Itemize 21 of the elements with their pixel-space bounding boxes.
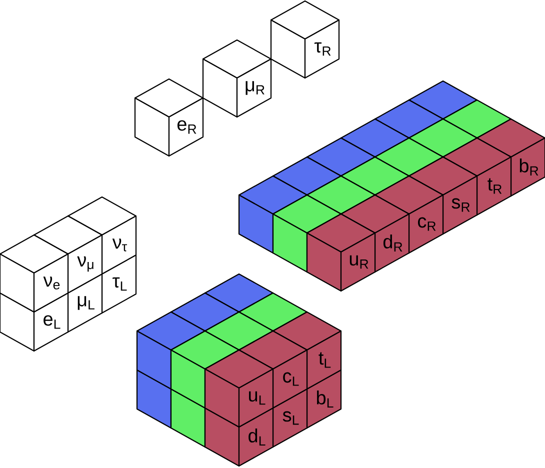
particle-label: μ$_{L}$ <box>78 296 94 310</box>
particle-label: s$_{R}$ <box>452 198 470 212</box>
particle-label: u$_{R}$ <box>350 255 368 269</box>
particle-label: ν$_{μ}$ <box>77 256 94 272</box>
particle-label: s$_{L}$ <box>282 411 299 425</box>
particle-label: d$_{R}$ <box>383 234 402 252</box>
particle-label: e$_{R}$ <box>177 120 196 134</box>
particle-label: b$_{L}$ <box>317 390 334 408</box>
particle-label: b$_{R}$ <box>520 158 538 176</box>
particle-label: e$_{L}$ <box>44 315 60 329</box>
particle-label: t$_{L}$ <box>318 352 331 368</box>
particle-label: ν$_{e}$ <box>43 276 60 290</box>
particle-label: t$_{R}$ <box>488 178 502 194</box>
particle-label: ν$_{τ}$ <box>112 238 128 252</box>
particle-label: τ$_{L}$ <box>112 277 127 291</box>
particle-label: d$_{L}$ <box>248 428 266 446</box>
particle-label: u$_{L}$ <box>249 391 266 405</box>
particle-label: μ$_{R}$ <box>246 81 264 95</box>
particle-label: c$_{L}$ <box>283 372 299 386</box>
particle-label: τ$_{R}$ <box>314 42 331 56</box>
particle-label: c$_{R}$ <box>418 217 436 231</box>
